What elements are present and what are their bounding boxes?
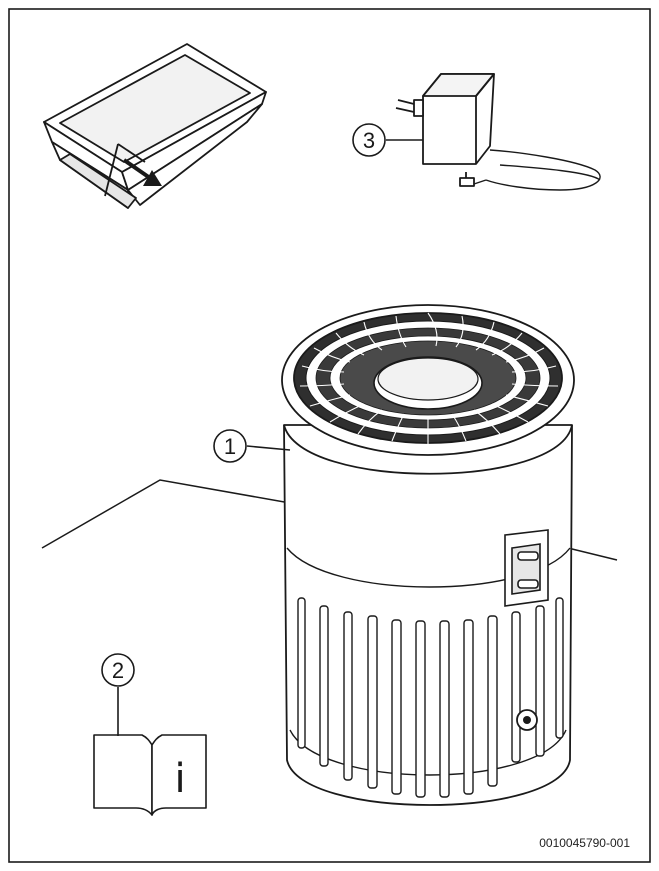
unpack-arrow-icon	[122, 158, 162, 186]
power-button-icon	[516, 709, 538, 731]
filter-cover-latch	[504, 529, 549, 607]
info-symbol: i	[174, 756, 185, 802]
air-purifier-illustration	[281, 304, 575, 806]
floor-lines	[41, 479, 618, 561]
figure-border	[8, 8, 651, 863]
document-code: 0010045790-001	[539, 836, 630, 850]
power-adapter-illustration	[395, 73, 601, 191]
callout-2-number: 2	[112, 658, 124, 683]
callout-1-number: 1	[224, 434, 236, 459]
packaging-box-icon	[43, 43, 267, 209]
callout-1: 1	[213, 429, 291, 463]
callout-3-number: 3	[363, 128, 375, 153]
callout-3: 3	[352, 123, 423, 157]
instruction-manual-icon	[93, 734, 207, 816]
fan-grille-spokes	[299, 312, 559, 444]
callout-2: 2	[101, 653, 135, 736]
air-intake-slots	[297, 597, 564, 798]
